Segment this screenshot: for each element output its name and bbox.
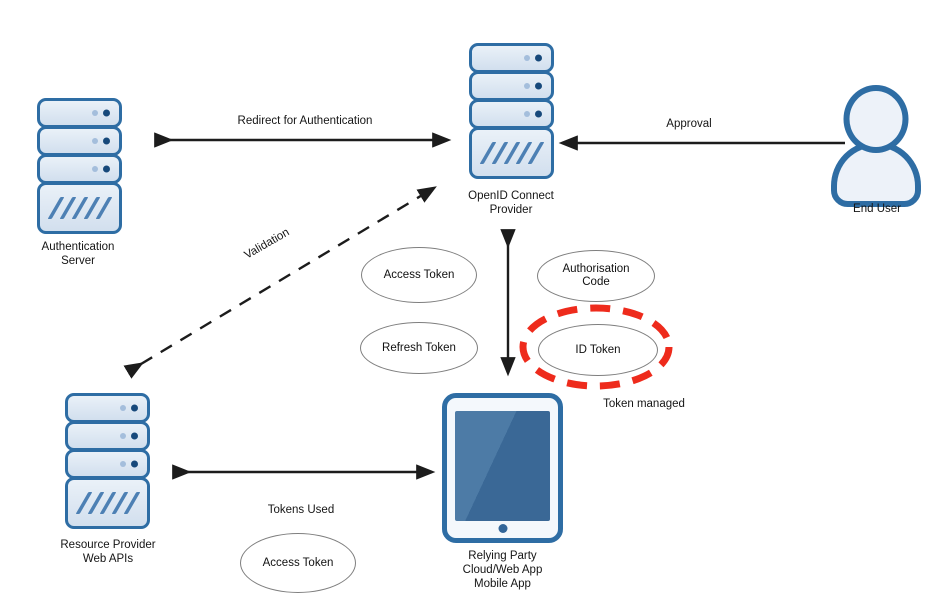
server-vents-icon bbox=[65, 477, 150, 529]
led-dark-icon bbox=[103, 137, 110, 145]
access-token-top-ellipse: Access Token bbox=[361, 247, 477, 303]
led-light-icon bbox=[92, 166, 98, 172]
openid-connect-provider-label: OpenID Connect Provider bbox=[461, 189, 561, 217]
led-dark-icon bbox=[535, 82, 542, 90]
person-head-icon bbox=[843, 85, 909, 153]
label-line: Mobile App bbox=[474, 578, 531, 591]
token-label: Authorisation bbox=[562, 263, 630, 276]
led-dark-icon bbox=[535, 54, 542, 62]
token-label: Access Token bbox=[262, 556, 334, 569]
tablet-home-button-icon bbox=[498, 524, 507, 533]
server-slab bbox=[469, 71, 554, 101]
led-light-icon bbox=[92, 110, 98, 116]
relying-party-tablet-icon bbox=[442, 393, 563, 543]
server-vents-icon bbox=[469, 127, 554, 179]
led-dark-icon bbox=[103, 109, 110, 117]
relying-party-label: Relying Party Cloud/Web App Mobile App bbox=[442, 549, 563, 591]
authentication-server-icon bbox=[37, 98, 122, 234]
label-line: Server bbox=[61, 255, 95, 268]
redirect-for-authentication-label: Redirect for Authentication bbox=[195, 114, 415, 128]
label-line: OpenID Connect bbox=[468, 190, 554, 202]
led-dark-icon bbox=[535, 110, 542, 118]
label-line: Web APIs bbox=[82, 553, 134, 566]
led-light-icon bbox=[120, 433, 126, 439]
label-line: Cloud/Web App bbox=[462, 564, 543, 577]
led-dark-icon bbox=[131, 404, 138, 412]
approval-label: Approval bbox=[639, 117, 739, 131]
label-line: Authentication bbox=[41, 241, 115, 253]
tablet-screen-icon bbox=[455, 411, 550, 521]
server-slab bbox=[65, 421, 150, 451]
led-light-icon bbox=[92, 138, 98, 144]
label-line: End User bbox=[853, 203, 901, 215]
server-slab bbox=[37, 154, 122, 184]
openid-connect-provider-icon bbox=[469, 43, 554, 179]
led-light-icon bbox=[120, 461, 126, 467]
refresh-token-ellipse: Refresh Token bbox=[360, 322, 478, 374]
label-line: Resource Provider bbox=[60, 539, 156, 551]
server-slab bbox=[65, 393, 150, 423]
led-light-icon bbox=[524, 55, 530, 61]
token-label: Code bbox=[582, 276, 610, 288]
token-label: ID Token bbox=[575, 343, 621, 356]
server-vents-icon bbox=[37, 182, 122, 234]
label-line: Token managed bbox=[603, 398, 685, 410]
led-dark-icon bbox=[131, 432, 138, 440]
led-dark-icon bbox=[103, 165, 110, 173]
label-line: Tokens Used bbox=[267, 504, 335, 516]
led-dark-icon bbox=[131, 460, 138, 468]
authentication-server-label: Authentication Server bbox=[28, 240, 128, 268]
tokens-used-label: Tokens Used bbox=[251, 503, 351, 517]
label-line: Approval bbox=[666, 118, 712, 130]
led-light-icon bbox=[120, 405, 126, 411]
end-user-person-icon bbox=[831, 85, 921, 207]
resource-provider-icon bbox=[65, 393, 150, 529]
label-line: Relying Party bbox=[468, 550, 537, 562]
label-line: Redirect for Authentication bbox=[237, 115, 373, 127]
label-line: Validation bbox=[242, 226, 292, 262]
validation-label: Validation bbox=[220, 213, 314, 275]
server-slab bbox=[37, 126, 122, 156]
label-line: Provider bbox=[489, 204, 533, 217]
token-managed-label: Token managed bbox=[584, 397, 704, 411]
led-light-icon bbox=[524, 111, 530, 117]
authorisation-code-ellipse: Authorisation Code bbox=[537, 250, 655, 302]
end-user-label: End User bbox=[837, 202, 917, 216]
server-slab bbox=[469, 99, 554, 129]
token-label: Access Token bbox=[383, 268, 455, 281]
server-slab bbox=[65, 449, 150, 479]
access-token-bottom-ellipse: Access Token bbox=[240, 533, 356, 593]
resource-provider-label: Resource Provider Web APIs bbox=[48, 538, 168, 566]
token-label: Refresh Token bbox=[382, 341, 456, 354]
id-token-ellipse: ID Token bbox=[538, 324, 658, 376]
server-slab bbox=[37, 98, 122, 128]
led-light-icon bbox=[524, 83, 530, 89]
server-slab bbox=[469, 43, 554, 73]
